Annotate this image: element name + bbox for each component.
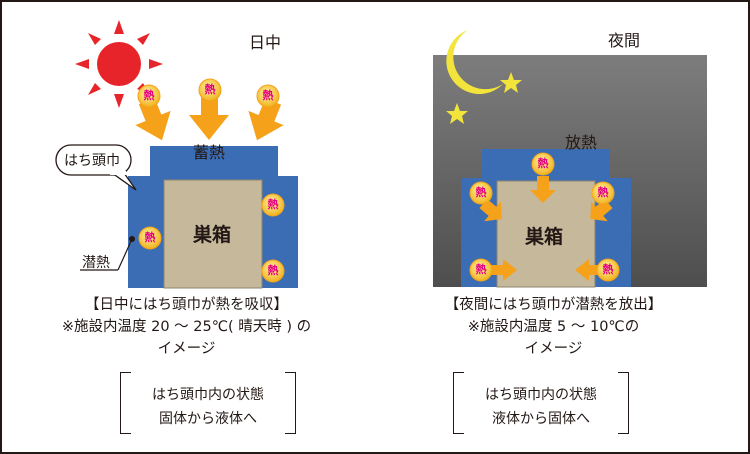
heat-arrow-1 [135, 97, 171, 141]
heat-release-label: 放熱 [565, 133, 598, 152]
night-panel: 夜間 放熱 巣箱 【夜間にはち頭巾が潜熱を放出】 ※施設内温度 5 ～ 10℃の… [373, 0, 746, 454]
hood-callout [55, 144, 137, 191]
day-state-title: はち頭巾内の状態 [152, 387, 264, 403]
day-title: 日中 [249, 33, 282, 52]
night-state-title: はち頭巾内の状態 [485, 387, 597, 403]
star-icon [500, 72, 522, 93]
hive-label: 巣箱 [193, 224, 232, 246]
day-caption-temp: ※施設内温度 20 ～ 25℃( 晴天時 ) の [61, 319, 312, 335]
day-state-change: 固体から液体へ [159, 411, 257, 427]
star-icon [446, 103, 468, 124]
day-panel: 日中 はち頭巾 蓄熱 潜熱 巣箱 【日中にはち頭巾が熱を吸収】 ※施設内温度 2… [0, 0, 373, 454]
night-state-box: はち頭巾内の状態 液体から固体へ [453, 372, 629, 434]
hive-label: 巣箱 [525, 226, 564, 248]
released-heat-arrows [479, 176, 613, 281]
moon-icon [446, 30, 503, 94]
heat-storage-label: 蓄熱 [193, 143, 226, 162]
day-state-box: はち頭巾内の状態 固体から液体へ [120, 372, 296, 434]
night-state-change: 液体から固体へ [492, 411, 590, 427]
day-caption-note: イメージ [157, 341, 216, 357]
latent-heat-label: 潜熱 [82, 255, 110, 271]
hive-box [163, 179, 263, 289]
day-illustration [55, 20, 298, 289]
heat-arrow-2 [189, 95, 229, 140]
latent-leader [80, 236, 135, 271]
night-caption-heading: 【夜間にはち頭巾が潜熱を放出】 [444, 297, 663, 313]
day-caption-heading: 【日中にはち頭巾が熱を吸収】 [85, 297, 288, 313]
night-caption-note: イメージ [524, 341, 583, 357]
incoming-heat-arrows [135, 95, 284, 141]
night-illustration [433, 30, 707, 288]
heat-arrow-3 [248, 98, 284, 141]
night-caption-temp: ※施設内温度 5 ～ 10℃の [467, 319, 640, 335]
hood-label: はち頭巾 [64, 153, 120, 169]
night-title: 夜間 [608, 31, 641, 50]
